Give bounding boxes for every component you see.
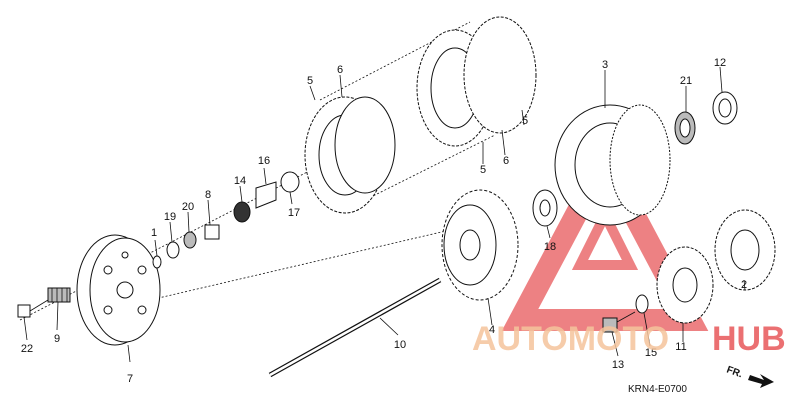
direction-indicator: FR.: [725, 364, 774, 388]
part-num-9: 9: [54, 333, 60, 345]
leader-lines: [23, 66, 746, 363]
direction-label: FR.: [725, 364, 744, 380]
watermark-text: AUTOMOTO HUB: [472, 320, 786, 358]
part-num-12: 12: [714, 57, 726, 69]
gear-part: [656, 246, 714, 324]
part-num-1: 1: [151, 227, 157, 239]
part-num-14: 14: [234, 175, 246, 187]
reference-code: KRN4-E0700: [628, 384, 687, 395]
part-num-17: 17: [288, 207, 300, 219]
part-number-labels: 1 2 3 4 5 5 5 6 6 7 8 9 10 11 12 13 14 1…: [21, 57, 747, 385]
needle-bearing-part: [674, 111, 696, 145]
clutch-outer-part: [554, 104, 671, 226]
pressure-plate-part: [76, 234, 161, 346]
part-num-2: 2: [741, 279, 747, 291]
part-num-19: 19: [164, 211, 176, 223]
primary-gear-part: [714, 209, 776, 291]
part-num-10: 10: [394, 339, 406, 351]
clutch-plate-left: [304, 96, 396, 214]
part-num-15: 15: [645, 347, 657, 359]
part-num-6b: 6: [503, 155, 509, 167]
part-num-5c: 5: [522, 115, 528, 127]
part-num-11: 11: [675, 341, 686, 353]
washer-part: [532, 189, 558, 227]
part-num-7: 7: [127, 373, 133, 385]
part-num-8: 8: [205, 189, 211, 201]
direction-arrow-icon: [748, 374, 774, 388]
part-num-5b: 5: [480, 164, 486, 176]
clutch-plate-right: [416, 16, 537, 147]
watermark-auto-text: AUTOMOTO: [472, 320, 669, 358]
clutch-center-part: [441, 189, 519, 301]
lock-bolt-part: [602, 311, 636, 333]
part-num-3: 3: [602, 59, 608, 71]
part-num-13: 13: [612, 359, 624, 371]
thin-washer-part: [635, 294, 649, 314]
part-num-16: 16: [258, 155, 270, 167]
watermark-hub-text: HUB: [712, 320, 786, 358]
part-num-4: 4: [489, 324, 495, 336]
bolt-part: [17, 299, 49, 318]
part-num-20: 20: [182, 201, 194, 213]
bushing-part: [712, 91, 738, 125]
push-rod-part: [268, 277, 442, 378]
part-num-6a: 6: [337, 64, 343, 76]
part-num-5a: 5: [307, 75, 313, 87]
part-num-22: 22: [21, 343, 33, 355]
part-num-21: 21: [680, 75, 692, 87]
spring-part: [47, 287, 71, 303]
part-num-18: 18: [544, 241, 556, 253]
